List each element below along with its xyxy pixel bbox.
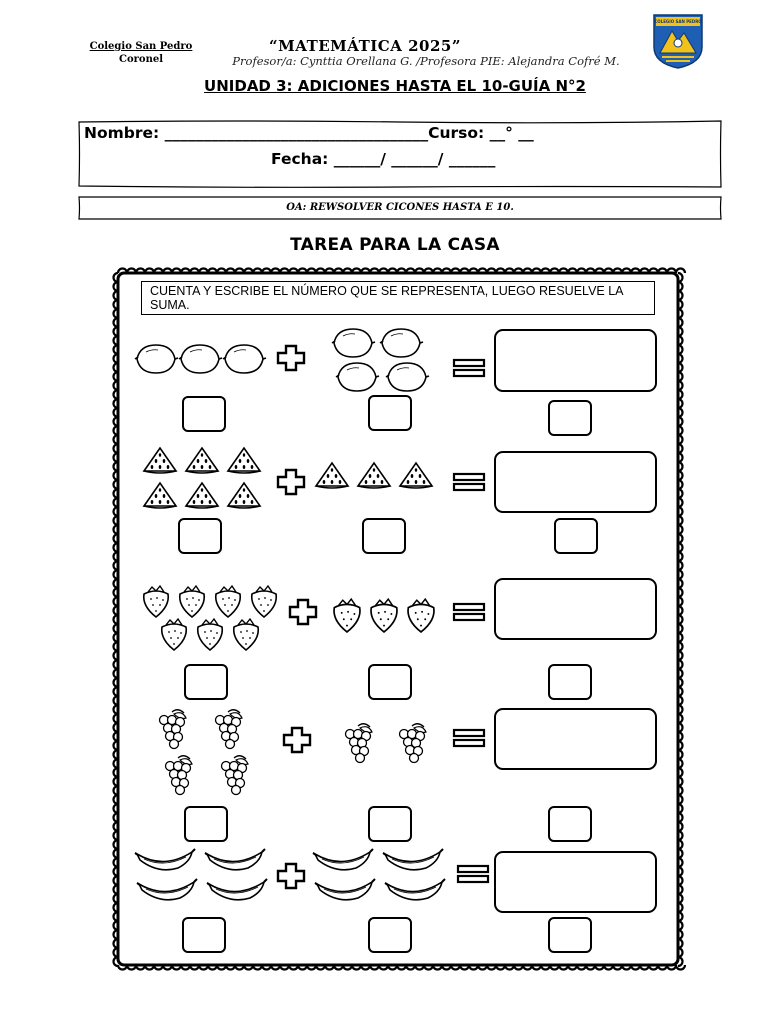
lemon-icon (385, 362, 430, 392)
objective-text: OA: REWSOLVER CICONES HASTA E 10. (286, 202, 514, 213)
lemon-icon (335, 362, 380, 392)
banana-icon (136, 878, 198, 901)
frame-scallops (112, 267, 686, 971)
strawberry-icon (142, 585, 170, 618)
lemon-icon (331, 328, 376, 358)
strawberry-icon (214, 585, 242, 618)
school-crest-icon: COLEGIO SAN PEDRO (653, 14, 703, 69)
strawberry-icon (370, 598, 398, 633)
watermelon-slice-icon (143, 482, 177, 509)
plus-icon (276, 468, 306, 496)
strawberry-icon (333, 598, 361, 633)
left-count-box[interactable] (184, 806, 228, 842)
strawberry-icon (178, 585, 206, 618)
grapes-icon (158, 709, 187, 750)
grapes-icon (398, 723, 427, 764)
sum-answer-box[interactable] (494, 708, 657, 770)
grapes-icon (164, 755, 193, 796)
plus-icon (288, 598, 318, 626)
equals-icon (452, 728, 486, 748)
banana-icon (134, 848, 196, 871)
date-field[interactable]: Fecha: ______/ ______/ ______ (271, 150, 496, 168)
equals-icon (452, 472, 486, 492)
sum-answer-box[interactable] (494, 451, 657, 513)
subject-title: “MATEMÁTICA 2025” (269, 37, 461, 55)
result-count-box[interactable] (548, 917, 592, 953)
banana-icon (206, 878, 268, 901)
watermelon-slice-icon (143, 447, 177, 474)
watermelon-slice-icon (185, 447, 219, 474)
lemon-icon (178, 344, 223, 374)
plus-icon (276, 344, 306, 372)
left-count-box[interactable] (182, 396, 226, 432)
right-count-box[interactable] (368, 917, 412, 953)
watermelon-slice-icon (315, 462, 349, 489)
teachers-line: Profesor/a: Cynttia Orellana G. /Profeso… (232, 54, 620, 68)
lemon-icon (134, 344, 179, 374)
banana-icon (314, 878, 376, 901)
objective-box (78, 196, 722, 220)
left-count-box[interactable] (178, 518, 222, 554)
right-count-box[interactable] (368, 806, 412, 842)
watermelon-slice-icon (227, 482, 261, 509)
name-course-field[interactable]: Nombre: ________________________________… (84, 124, 534, 142)
svg-text:COLEGIO SAN PEDRO: COLEGIO SAN PEDRO (654, 19, 702, 24)
right-count-box[interactable] (368, 395, 412, 431)
right-count-box[interactable] (368, 664, 412, 700)
banana-icon (204, 848, 266, 871)
strawberry-icon (196, 618, 224, 651)
result-count-box[interactable] (554, 518, 598, 554)
equals-icon (456, 864, 490, 884)
sum-answer-box[interactable] (494, 329, 657, 392)
result-count-box[interactable] (548, 806, 592, 842)
grapes-icon (220, 755, 249, 796)
grapes-icon (214, 709, 243, 750)
sum-answer-box[interactable] (494, 851, 657, 913)
school-name: Colegio San Pedro (89, 41, 193, 52)
strawberry-icon (407, 598, 435, 633)
grapes-icon (344, 723, 373, 764)
school-city: Coronel (119, 54, 163, 65)
watermelon-slice-icon (185, 482, 219, 509)
banana-icon (384, 878, 446, 901)
unit-title: UNIDAD 3: ADICIONES HASTA EL 10-GUÍA N°2 (204, 77, 586, 95)
lemon-icon (222, 344, 267, 374)
equals-icon (452, 602, 486, 622)
homework-title: TAREA PARA LA CASA (290, 235, 500, 255)
watermelon-slice-icon (227, 447, 261, 474)
equals-icon (452, 358, 486, 378)
strawberry-icon (250, 585, 278, 618)
student-info-box (78, 120, 722, 188)
left-count-box[interactable] (182, 917, 226, 953)
banana-icon (382, 848, 444, 871)
scalloped-frame (112, 267, 686, 971)
watermelon-slice-icon (357, 462, 391, 489)
right-count-box[interactable] (362, 518, 406, 554)
watermelon-slice-icon (399, 462, 433, 489)
plus-icon (276, 862, 306, 890)
result-count-box[interactable] (548, 400, 592, 436)
plus-icon (282, 726, 312, 754)
strawberry-icon (232, 618, 260, 651)
instruction-box: CUENTA Y ESCRIBE EL NÚMERO QUE SE REPRES… (141, 281, 655, 315)
result-count-box[interactable] (548, 664, 592, 700)
sum-answer-box[interactable] (494, 578, 657, 640)
banana-icon (312, 848, 374, 871)
left-count-box[interactable] (184, 664, 228, 700)
strawberry-icon (160, 618, 188, 651)
lemon-icon (379, 328, 424, 358)
